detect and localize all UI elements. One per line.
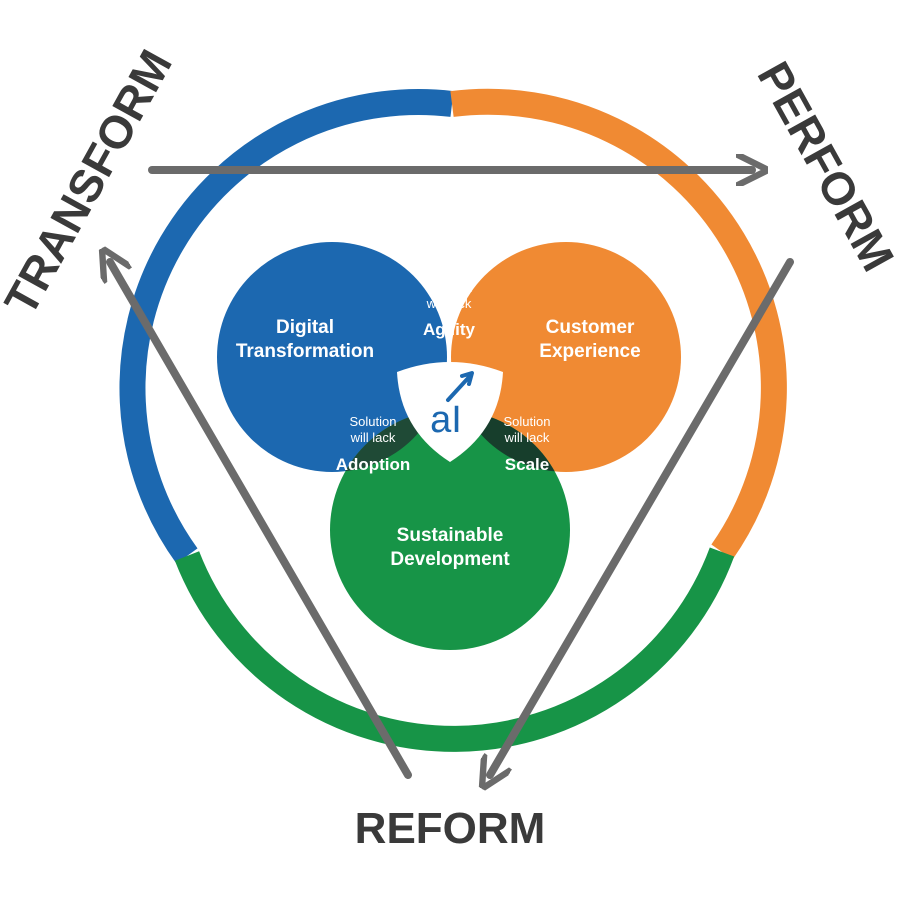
circle-sustainable-development bbox=[330, 410, 570, 650]
adoption-line2: will lack bbox=[350, 430, 396, 445]
arrow-reform-to-transform bbox=[110, 262, 412, 779]
scale-label: Scale bbox=[505, 455, 549, 474]
outer-ring bbox=[119, 88, 787, 752]
ring-label-digitize: DIGITIZE bbox=[398, 681, 474, 701]
label-sustainable-line1: Sustainable bbox=[397, 525, 504, 546]
ring-label-analyze: ANALYZE bbox=[159, 300, 196, 382]
label-customer-line2: Experience bbox=[539, 341, 640, 362]
label-digital-line2: Transformation bbox=[236, 341, 374, 362]
cycle-label-perform: PERFORM bbox=[748, 53, 900, 279]
cycle-label-reform: REFORM bbox=[355, 804, 546, 853]
circle-customer-experience bbox=[451, 242, 681, 472]
agility-line2: will lack bbox=[426, 296, 472, 311]
adoption-label: Adoption bbox=[336, 455, 411, 474]
flow-arrow-green bbox=[521, 551, 702, 688]
logo-arrow-icon bbox=[446, 371, 474, 402]
agility-label: Agility bbox=[423, 320, 475, 339]
scale-line2: will lack bbox=[504, 430, 550, 445]
label-customer-line1: Customer bbox=[546, 317, 635, 338]
flow-arrow-orange bbox=[455, 120, 658, 201]
agility-line1: Solution bbox=[426, 280, 473, 295]
flow-arrow-green-left bbox=[203, 559, 371, 692]
flow-arrow-blue bbox=[161, 396, 210, 546]
logo-text: aI bbox=[430, 399, 462, 441]
ring-segment-green bbox=[174, 547, 735, 752]
adoption-line1: Solution bbox=[350, 414, 397, 429]
center-shield bbox=[397, 362, 503, 462]
flow-arrow-blue-top bbox=[359, 120, 449, 142]
arrow-perform-to-reform bbox=[490, 258, 794, 775]
label-digital-line1: Digital bbox=[276, 317, 334, 338]
ring-flow-arrows bbox=[161, 120, 728, 692]
center-logo: aI bbox=[430, 371, 474, 441]
circle-digital-transformation bbox=[217, 242, 447, 472]
ring-segment-blue bbox=[119, 89, 454, 564]
label-sustainable-line2: Development bbox=[390, 549, 510, 570]
venn-diagram bbox=[217, 242, 681, 650]
flow-arrow-orange-lower bbox=[703, 334, 728, 531]
ring-segment-orange bbox=[450, 88, 787, 560]
cycle-arrows bbox=[110, 170, 794, 779]
scale-line1: Solution bbox=[504, 414, 551, 429]
